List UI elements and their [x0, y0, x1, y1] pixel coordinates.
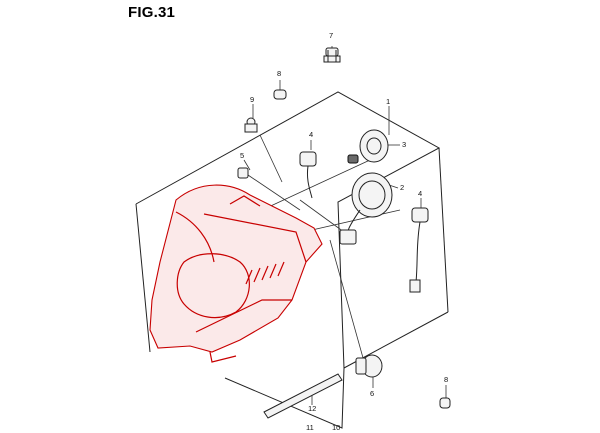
callout-7: 7	[329, 31, 333, 40]
small-bulb-part-8-bottom[interactable]	[439, 397, 451, 409]
headlight-housing-highlight[interactable]	[149, 184, 323, 363]
callout-4-right: 4	[418, 189, 422, 198]
socket-part-3[interactable]	[347, 129, 389, 164]
bulb-part-7[interactable]	[323, 47, 341, 63]
callout-3: 3	[402, 140, 406, 149]
callout-10: 10	[332, 423, 340, 432]
callout-5: 5	[240, 151, 244, 160]
grommet-part-5[interactable]	[237, 167, 249, 179]
socket-part-4-right[interactable]	[409, 207, 429, 293]
figure-title: FIG.31	[128, 4, 176, 21]
callout-8-top: 8	[277, 69, 281, 78]
screw-part-9[interactable]	[244, 117, 258, 133]
small-bulb-part-8-top[interactable]	[273, 89, 287, 100]
callout-4-upper: 4	[309, 130, 313, 139]
strip-part-12[interactable]	[263, 373, 343, 419]
callout-11: 11	[306, 423, 314, 432]
socket-part-4-upper[interactable]	[299, 151, 317, 199]
callout-2: 2	[400, 183, 404, 192]
housing-ribs	[245, 261, 285, 285]
callout-8-bottom: 8	[444, 375, 448, 384]
callout-labels: 7 8 9 1 4 3 5 2 4 8 6 12 11 10	[240, 31, 448, 432]
callout-12: 12	[308, 404, 316, 413]
callout-6: 6	[370, 389, 374, 398]
callout-9: 9	[250, 95, 254, 104]
headlight-bulb-part-6[interactable]	[355, 354, 383, 378]
gasket-part-2[interactable]	[339, 172, 393, 245]
callout-1: 1	[386, 97, 390, 106]
